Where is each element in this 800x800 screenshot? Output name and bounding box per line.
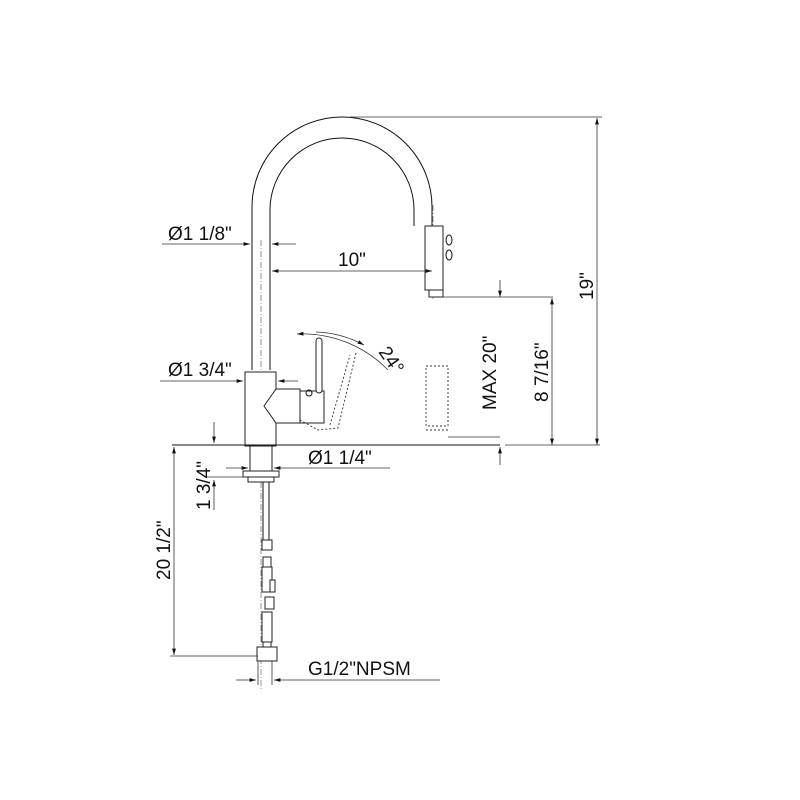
dim-spout-diameter: Ø1 1/8": [162, 224, 296, 246]
aerator: [428, 289, 444, 298]
dim-body-diameter: Ø1 3/4": [160, 360, 298, 383]
supply-nut: [256, 646, 278, 662]
label-hose-length: 20 1/2": [154, 520, 175, 580]
spray-head: [424, 225, 444, 291]
side-sprayer: [425, 365, 449, 427]
label-reach: 10": [338, 250, 366, 271]
label-handle-rotation: 24°: [374, 343, 408, 379]
dim-max-pullout: MAX 20": [443, 280, 553, 465]
label-body-diameter: Ø1 3/4": [168, 360, 232, 381]
spout-inner: [269, 137, 415, 370]
label-spout-diameter: Ø1 1/8": [168, 224, 232, 245]
handle-lever: [315, 337, 323, 394]
dim-connection: G1/2"NPSM: [236, 659, 440, 685]
faucet-outline: [172, 116, 500, 690]
spout-outer: [251, 116, 433, 370]
label-overall-height: 19": [577, 272, 598, 300]
dim-overall-height: 19": [350, 116, 602, 445]
label-shank-diameter: Ø1 1/4": [308, 448, 372, 469]
dim-hose-length: 20 1/2": [154, 447, 258, 657]
dim-shank-diameter: Ø1 1/4": [226, 448, 390, 470]
dim-shank-length: 1 3/4": [194, 422, 244, 510]
label-spout-clearance: 8 7/16": [532, 342, 553, 402]
label-connection: G1/2"NPSM: [308, 659, 411, 680]
label-max-pullout: MAX 20": [480, 336, 501, 410]
dim-spout-clearance: 8 7/16": [505, 298, 600, 446]
label-shank-length: 1 3/4": [194, 461, 215, 510]
dim-reach: 10": [272, 250, 432, 273]
